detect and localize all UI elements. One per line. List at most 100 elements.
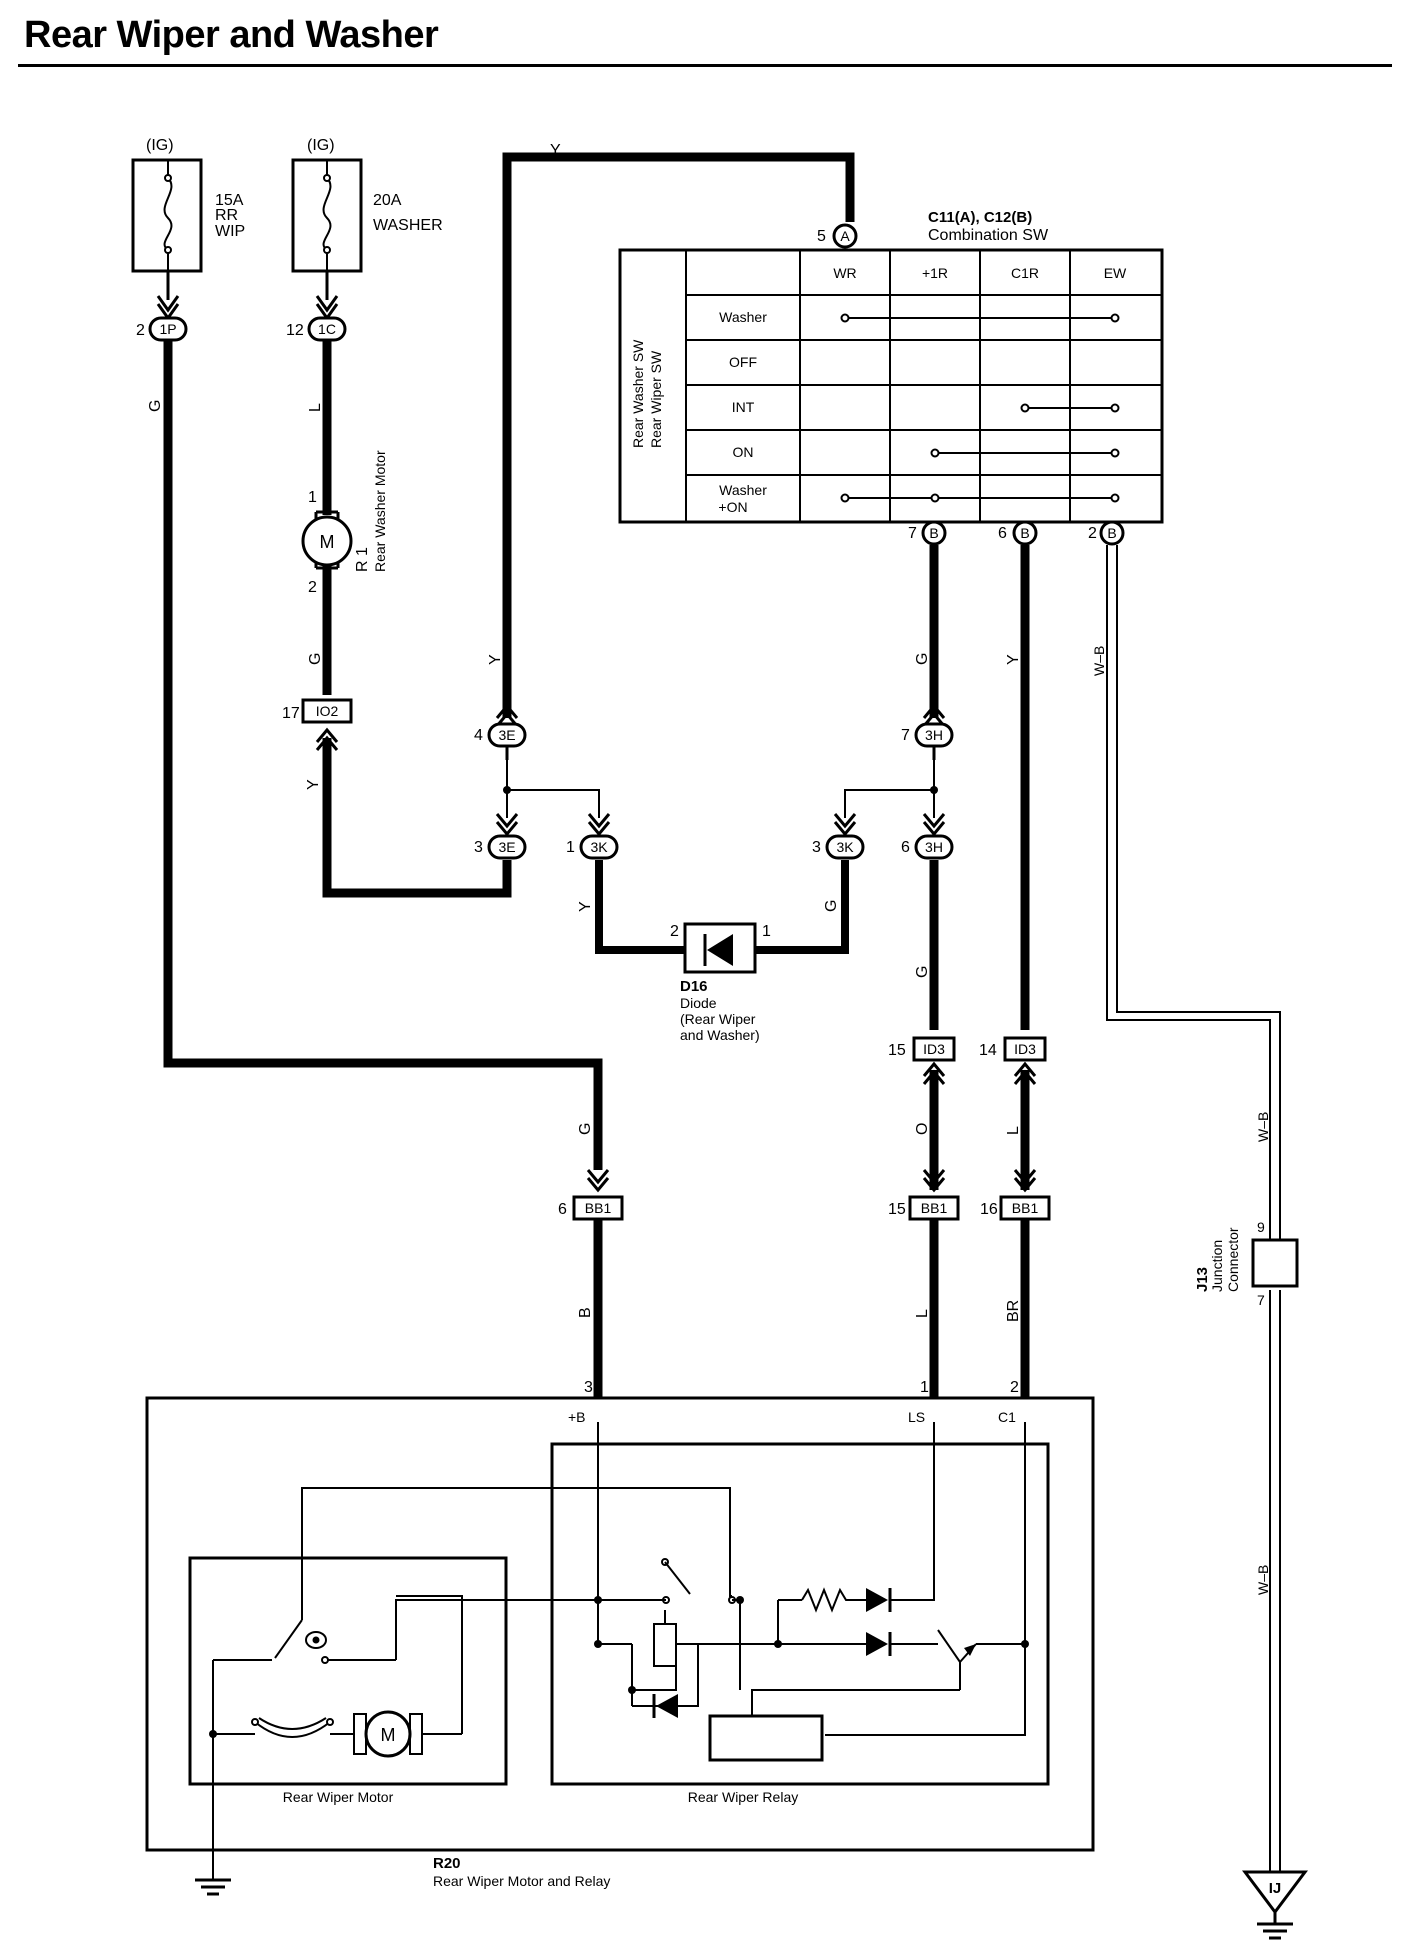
svg-text:INT: INT [732,399,755,415]
svg-text:Diode: Diode [680,995,717,1011]
connector-id3-15: 15 ID3 O [888,1036,956,1135]
svg-text:EW: EW [1104,265,1127,281]
svg-text:G: G [577,1123,594,1135]
svg-text:(Rear Wiper: (Rear Wiper [680,1011,756,1027]
svg-text:and Washer): and Washer) [680,1027,760,1043]
svg-text:RR: RR [215,207,238,224]
svg-text:BB1: BB1 [585,1200,612,1216]
svg-text:M: M [381,1725,396,1745]
svg-text:Rear Washer SW: Rear Washer SW [630,339,646,448]
svg-text:B: B [577,1307,594,1318]
svg-text:OFF: OFF [729,354,757,370]
svg-text:LS: LS [908,1409,925,1425]
rear-washer-motor: 1 M 2 R 1 Rear Washer Motor [301,450,388,596]
connector-id3-14: 14 ID3 L [979,1036,1047,1135]
svg-text:1: 1 [308,489,317,506]
svg-text:(IG): (IG) [307,137,335,154]
svg-text:3: 3 [584,1379,593,1396]
svg-text:Rear Wiper SW: Rear Wiper SW [648,350,664,448]
svg-text:3E: 3E [498,727,515,743]
svg-text:BR: BR [1005,1300,1022,1322]
svg-text:2: 2 [670,923,679,940]
svg-text:IO2: IO2 [316,703,339,719]
wire-y-combo-input [502,152,855,718]
svg-text:Rear Wiper Motor: Rear Wiper Motor [283,1789,394,1805]
svg-text:C1R: C1R [1011,265,1039,281]
svg-text:6: 6 [558,1201,567,1218]
connector-bb1-16: 16 BB1 BR [980,1169,1051,1322]
svg-text:C1: C1 [998,1409,1016,1425]
svg-text:15: 15 [888,1201,906,1218]
connector-3k-right: 3 3K G [812,813,865,912]
svg-text:BB1: BB1 [921,1200,948,1216]
page-title: Rear Wiper and Washer [24,14,439,56]
svg-text:2: 2 [1088,525,1097,542]
svg-text:12: 12 [286,322,304,339]
svg-text:1: 1 [762,923,771,940]
connector-1p: 2 1P G [136,316,188,412]
svg-text:+ON: +ON [718,499,747,515]
connector-combo-a5: Y 5 A [550,142,858,249]
svg-text:WR: WR [833,265,856,281]
svg-text:14: 14 [979,1042,997,1059]
connector-3h-top: 7 3H [901,703,954,794]
svg-text:2: 2 [1010,1379,1019,1396]
junction-connector-j13: W–B 9 7 J13 Junction Connector W–B [1194,1112,1299,1595]
svg-text:L: L [914,1309,931,1318]
svg-text:7: 7 [1257,1292,1265,1308]
svg-text:L: L [1005,1126,1022,1135]
connector-bb1-6: G 6 BB1 B [558,1123,624,1318]
svg-text:2: 2 [136,322,145,339]
wire-w-b-ground [1106,545,1281,1872]
svg-text:Y: Y [550,142,561,159]
svg-text:Rear Wiper Relay: Rear Wiper Relay [688,1789,798,1805]
svg-text:Junction: Junction [1209,1240,1225,1292]
svg-text:9: 9 [1257,1219,1265,1235]
wire-label-y-combo-input: Y [487,654,504,665]
connector-combo-b6: 6 B Y [998,520,1038,665]
svg-text:A: A [840,228,850,244]
diode-d16: 2 1 D16 Diode (Rear Wiper and Washer) [670,922,771,1043]
svg-text:Connector: Connector [1225,1227,1241,1292]
svg-text:3K: 3K [590,839,608,855]
connector-bb1-15: 15 BB1 L [888,1169,960,1318]
fuse-15a-rr-wip: (IG) 15A RR WIP [131,137,245,321]
svg-text:7: 7 [908,525,917,542]
svg-text:W–B: W–B [1255,1112,1271,1142]
svg-text:B: B [1107,525,1116,541]
ground-ij: IJ [1242,1870,1308,1940]
svg-text:2: 2 [308,579,317,596]
connector-combo-b2: 2 B W–B [1088,520,1125,676]
svg-text:G: G [823,900,840,912]
wire-splice-links [506,760,935,818]
connector-3h-bottom: 6 3H G [901,813,954,978]
svg-text:BB1: BB1 [1012,1200,1039,1216]
title-divider [18,64,1392,67]
wire-y-washer-return [322,738,512,898]
wire-g-fuse-rr-wip [163,340,603,1170]
svg-text:B: B [1020,525,1029,541]
svg-text:O: O [914,1123,931,1135]
svg-text:15: 15 [888,1042,906,1059]
svg-text:+1R: +1R [922,265,948,281]
svg-text:7: 7 [901,727,910,744]
svg-text:1: 1 [566,839,575,856]
svg-text:3K: 3K [836,839,854,855]
svg-text:1C: 1C [318,321,336,337]
connector-3e-top: 4 3E [474,703,527,794]
svg-text:Rear Washer Motor: Rear Washer Motor [372,450,388,572]
svg-text:6: 6 [901,839,910,856]
svg-text:+B: +B [568,1409,586,1425]
svg-text:WASHER: WASHER [373,217,443,234]
svg-text:1P: 1P [159,321,176,337]
svg-text:5: 5 [817,228,826,245]
svg-text:J13: J13 [1194,1267,1211,1292]
svg-text:ID3: ID3 [1014,1041,1036,1057]
svg-text:Rear Wiper Motor and Relay: Rear Wiper Motor and Relay [433,1873,610,1889]
svg-text:G: G [914,966,931,978]
svg-text:4: 4 [474,727,483,744]
connector-io2: 17 IO2 Y [282,698,353,790]
svg-text:3H: 3H [925,839,943,855]
svg-text:(IG): (IG) [146,137,174,154]
